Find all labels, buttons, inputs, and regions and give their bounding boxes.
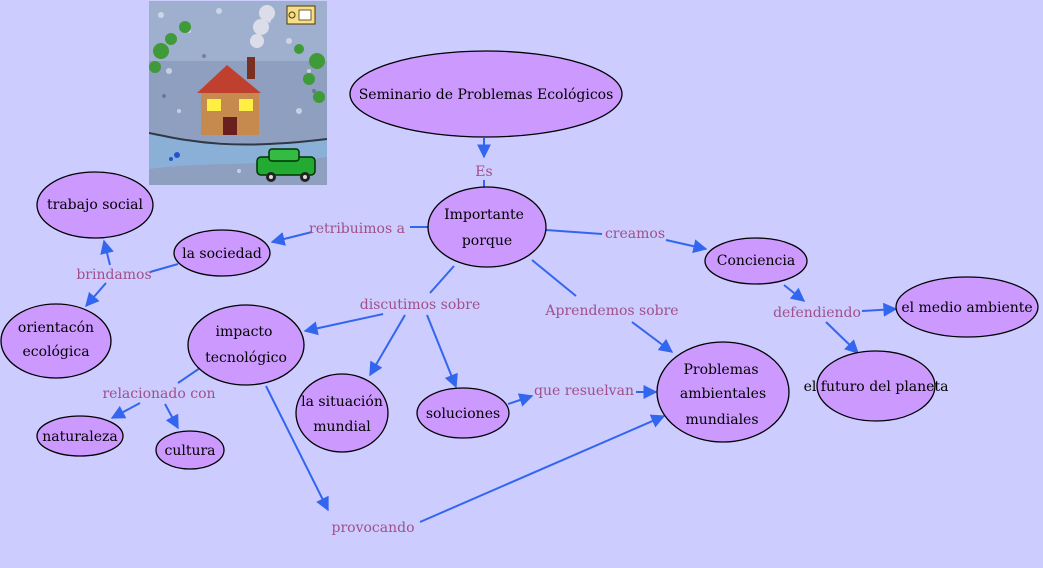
node-medio-label: el medio ambiente	[901, 300, 1032, 316]
node-situacion: la situación mundial	[295, 373, 389, 453]
link-creamos: creamos	[605, 226, 665, 242]
link-defendiendo: defendiendo	[773, 305, 861, 321]
edge-relacionado-naturaleza	[110, 402, 141, 419]
edge-retribuimos-sociedad	[270, 231, 313, 246]
edge-conciencia-defendiendo	[783, 284, 806, 302]
node-naturaleza: naturaleza	[36, 415, 124, 457]
node-seminario-label: Seminario de Problemas Ecológicos	[359, 87, 614, 103]
node-cultura-label: cultura	[164, 443, 215, 459]
node-futuro-label: el futuro del planeta	[804, 379, 949, 395]
edge-defendiendo-futuro	[825, 321, 860, 354]
node-conciencia: Conciencia	[704, 237, 808, 285]
edge-aprendemos-problemas	[631, 321, 674, 353]
node-importante-line-2: porque	[462, 233, 512, 249]
edge-importante-discutimos	[429, 265, 455, 294]
edge-relacionado-cultura	[164, 403, 179, 430]
node-medio: el medio ambiente	[895, 276, 1039, 338]
link-es: Es	[475, 164, 492, 180]
link-relacionado: relacionado con	[102, 386, 215, 402]
link-phrases: Es retribuimos a brindamos discutimos so…	[76, 164, 861, 536]
node-situacion-line-2: mundial	[313, 419, 371, 435]
node-soluciones: soluciones	[416, 387, 510, 439]
edge-sociedad-brindamos	[149, 263, 179, 273]
edge-brindamos-trabajo	[100, 239, 114, 266]
edge-discutimos-situacion	[369, 314, 406, 377]
edge-soluciones-resuelvan	[507, 393, 534, 407]
edge-impacto-provocando	[265, 385, 329, 512]
node-soluciones-label: soluciones	[426, 406, 500, 422]
link-brindamos: brindamos	[76, 267, 151, 283]
edge-brindamos-orientacion	[85, 282, 107, 308]
node-situacion-line-1: la situación	[301, 394, 383, 410]
node-trabajo-label: trabajo social	[47, 197, 143, 213]
edge-impacto-relacionado	[177, 367, 201, 384]
edge-defendiendo-medio	[861, 302, 898, 317]
link-discutimos: discutimos sobre	[360, 297, 480, 313]
node-seminario: Seminario de Problemas Ecológicos	[349, 50, 623, 138]
node-naturaleza-label: naturaleza	[42, 429, 118, 445]
node-trabajo: trabajo social	[36, 171, 154, 239]
link-provocando: provocando	[331, 520, 414, 536]
node-problemas-line-3: mundiales	[685, 412, 758, 428]
node-problemas-line-2: ambientales	[680, 386, 766, 402]
house-landscape-icon	[149, 1, 327, 185]
edge-discutimos-impacto	[303, 313, 384, 336]
node-conciencia-label: Conciencia	[717, 253, 795, 269]
node-orientacion: orientacón ecológica	[0, 303, 112, 379]
edge-importante-aprendemos	[531, 259, 577, 297]
node-problemas: Problemas ambientales mundiales	[656, 341, 790, 443]
node-impacto: impacto tecnológico	[187, 304, 305, 386]
node-problemas-line-1: Problemas	[683, 362, 758, 378]
node-impacto-line-2: tecnológico	[205, 350, 287, 366]
link-retribuimos: retribuimos a	[309, 221, 405, 237]
node-orientacion-line-2: ecológica	[22, 344, 89, 360]
node-importante: Importante porque	[427, 186, 547, 268]
node-sociedad-label: la sociedad	[182, 246, 262, 262]
node-importante-line-1: Importante	[444, 207, 524, 223]
edge-provocando-problemas	[419, 414, 666, 523]
edge-discutimos-soluciones	[426, 314, 458, 389]
node-impacto-line-1: impacto	[216, 324, 273, 340]
node-orientacion-line-1: orientacón	[18, 320, 94, 336]
link-aprendemos: Aprendemos sobre	[544, 303, 678, 319]
edges	[85, 138, 898, 523]
node-futuro: el futuro del planeta	[804, 350, 949, 422]
edge-importante-creamos	[545, 229, 603, 235]
node-sociedad: la sociedad	[173, 229, 271, 277]
link-resuelvan: que resuelvan	[534, 383, 634, 399]
edge-creamos-conciencia	[665, 239, 708, 254]
node-cultura: cultura	[155, 430, 225, 470]
